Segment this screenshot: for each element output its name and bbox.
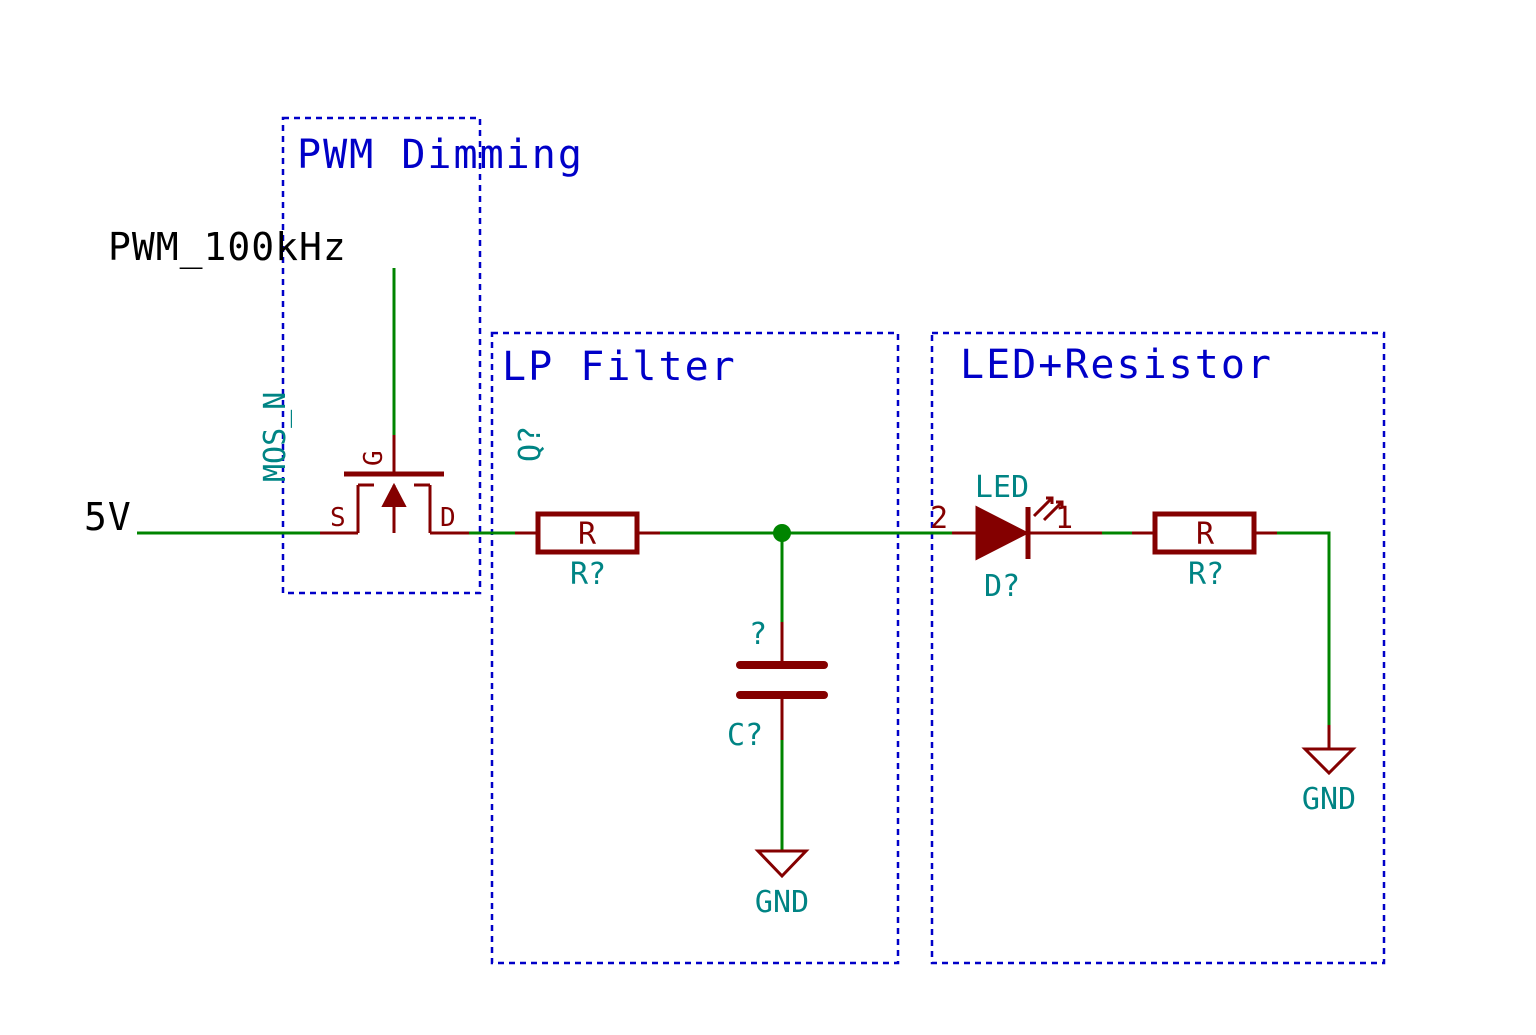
led-value: LED <box>975 470 1029 505</box>
resistor-1-ref: R? <box>570 557 606 592</box>
group-title-led-resistor: LED+Resistor <box>960 342 1273 388</box>
group-pwm-dimming: PWM Dimming <box>281 116 584 595</box>
net-label-pwm: PWM_100kHz <box>108 225 347 270</box>
wire-r2-to-gnd <box>1277 531 1331 725</box>
resistor-1[interactable]: R <box>515 511 660 555</box>
gnd-label-cap: GND <box>755 885 809 920</box>
led-pin-cathode: 1 <box>1055 501 1073 536</box>
resistor-1-value: R <box>578 517 597 552</box>
capacitor[interactable] <box>736 622 828 740</box>
led-symbol[interactable]: 2 1 <box>930 496 1102 561</box>
mosfet-symbol[interactable]: G S D <box>320 435 469 535</box>
led-pin-anode: 2 <box>930 501 948 536</box>
mosfet-pin-g: G <box>359 450 389 466</box>
group-led-resistor: LED+Resistor <box>930 331 1386 965</box>
mosfet-pin-d: D <box>440 503 456 533</box>
led-ref: D? <box>984 569 1020 604</box>
group-title-pwm-dimming: PWM Dimming <box>297 132 584 178</box>
mosfet-value: MOS_N <box>258 392 293 482</box>
resistor-2-value: R <box>1196 517 1215 552</box>
junction-dot <box>773 524 791 542</box>
wires <box>137 268 1331 850</box>
net-label-5v: 5V <box>84 495 132 539</box>
gnd-symbol-res <box>1301 725 1357 776</box>
mosfet-pin-s: S <box>330 503 346 533</box>
group-title-lp-filter: LP Filter <box>502 344 737 390</box>
group-lp-filter: LP Filter <box>490 331 900 965</box>
resistor-2-ref: R? <box>1188 557 1224 592</box>
capacitor-value: ? <box>749 617 767 652</box>
capacitor-ref: C? <box>727 718 763 753</box>
mosfet-ref: Q? <box>513 426 548 462</box>
gnd-symbol-cap <box>754 849 810 879</box>
gnd-label-res: GND <box>1302 782 1356 817</box>
resistor-2[interactable]: R <box>1132 511 1277 555</box>
